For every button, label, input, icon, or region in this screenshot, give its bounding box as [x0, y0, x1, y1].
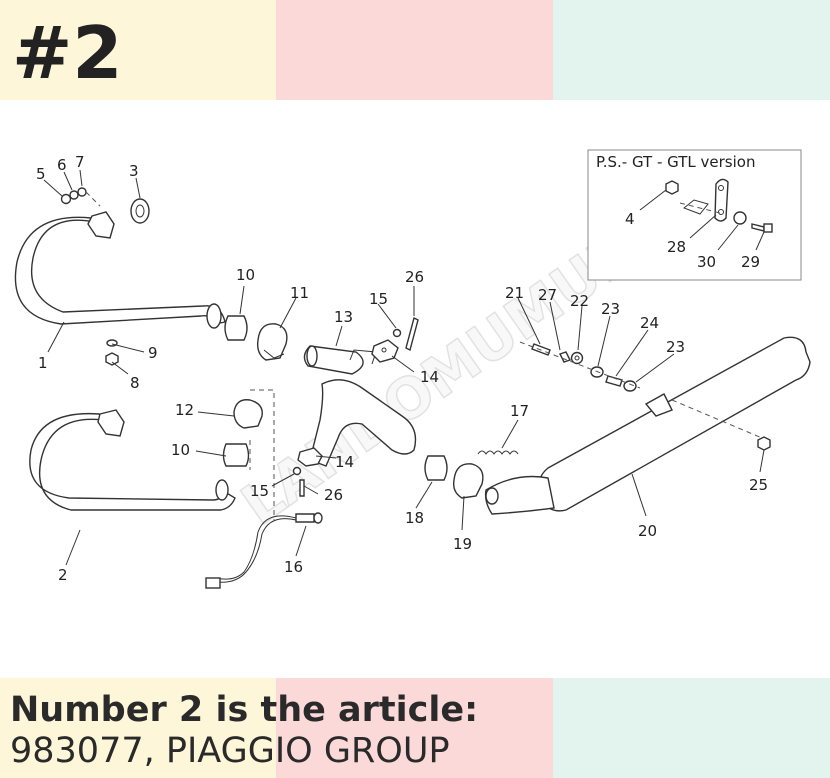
- sleeve-10-bottom: [222, 443, 250, 467]
- nut-5: [60, 193, 72, 205]
- label-19: 19: [453, 535, 472, 553]
- sleeve-10-top: [224, 315, 248, 341]
- inset-bracket: [714, 178, 729, 222]
- item-number-badge: #2: [12, 11, 123, 95]
- nut-25: [757, 436, 771, 451]
- lambda-sensor-16: [205, 512, 323, 589]
- label-22: 22: [570, 292, 589, 310]
- bottom-color-band: [0, 678, 830, 778]
- sleeve-18: [424, 455, 448, 481]
- bracket-14-lower: [297, 447, 323, 467]
- label-8: 8: [130, 374, 140, 392]
- label-14-lower: 14: [335, 453, 354, 471]
- nut-8: [105, 352, 119, 366]
- nut-15-upper: [392, 328, 402, 338]
- leader-lines: [43, 169, 765, 566]
- label-23-b: 23: [666, 338, 685, 356]
- label-7: 7: [75, 153, 85, 171]
- label-1: 1: [38, 354, 48, 372]
- label-9: 9: [148, 344, 158, 362]
- caption-article: 983077, PIAGGIO GROUP: [10, 731, 450, 771]
- nut-15-lower: [292, 466, 302, 476]
- screw-26-upper: [405, 316, 419, 352]
- label-17: 17: [510, 402, 529, 420]
- connecting-pipe-13: [303, 345, 417, 467]
- top-color-band: [0, 0, 830, 100]
- label-20: 20: [638, 522, 657, 540]
- label-3: 3: [129, 162, 139, 180]
- label-6: 6: [57, 156, 67, 174]
- header-pipe-2: [29, 409, 236, 511]
- label-15-upper: 15: [369, 290, 388, 308]
- label-25: 25: [749, 476, 768, 494]
- header-pipe-1: [14, 211, 226, 329]
- inset-washer: [733, 211, 747, 225]
- bracket-14-upper: [371, 339, 399, 363]
- label-5: 5: [36, 165, 46, 183]
- label-26-upper: 26: [405, 268, 424, 286]
- spacer-27: [559, 351, 571, 363]
- washer-6: [69, 190, 79, 200]
- label-18: 18: [405, 509, 424, 527]
- label-14-upper: 14: [420, 368, 439, 386]
- caption-title: Number 2 is the article:: [10, 690, 479, 730]
- exhaust-parts-diagram: LANDOMUMURCIA P.S.- GT - GTL version: [14, 149, 811, 589]
- label-21: 21: [505, 284, 524, 302]
- label-27: 27: [538, 286, 557, 304]
- label-10-bottom: 10: [171, 441, 190, 459]
- label-2: 2: [58, 566, 68, 584]
- inset-title: P.S.- GT - GTL version: [596, 153, 755, 171]
- label-4: 4: [625, 210, 635, 228]
- label-10-top: 10: [236, 266, 255, 284]
- gt-version-inset: P.S.- GT - GTL version: [587, 149, 802, 281]
- part-number-labels: 1 2 3 5 6 7 9 8 10 11 12 10 13 14 14 15 …: [36, 153, 768, 584]
- label-28: 28: [667, 238, 686, 256]
- screw-26-lower: [299, 479, 305, 497]
- washer-22: [570, 351, 584, 365]
- label-23-a: 23: [601, 300, 620, 318]
- muffler-20: [484, 336, 811, 515]
- label-29: 29: [741, 253, 760, 271]
- label-30: 30: [697, 253, 716, 271]
- label-12: 12: [175, 401, 194, 419]
- label-24: 24: [640, 314, 659, 332]
- label-11: 11: [290, 284, 309, 302]
- label-15-lower: 15: [250, 482, 269, 500]
- label-16: 16: [284, 558, 303, 576]
- bush-23b: [623, 380, 637, 392]
- clamp-12: [233, 399, 263, 429]
- spring-17: [477, 450, 519, 455]
- spacer-24: [605, 375, 623, 387]
- clamp-19: [452, 463, 484, 499]
- washer-7: [77, 187, 87, 197]
- label-26-lower: 26: [324, 486, 343, 504]
- inset-nut: [665, 180, 679, 195]
- gasket-3: [130, 198, 150, 224]
- label-13: 13: [334, 308, 353, 326]
